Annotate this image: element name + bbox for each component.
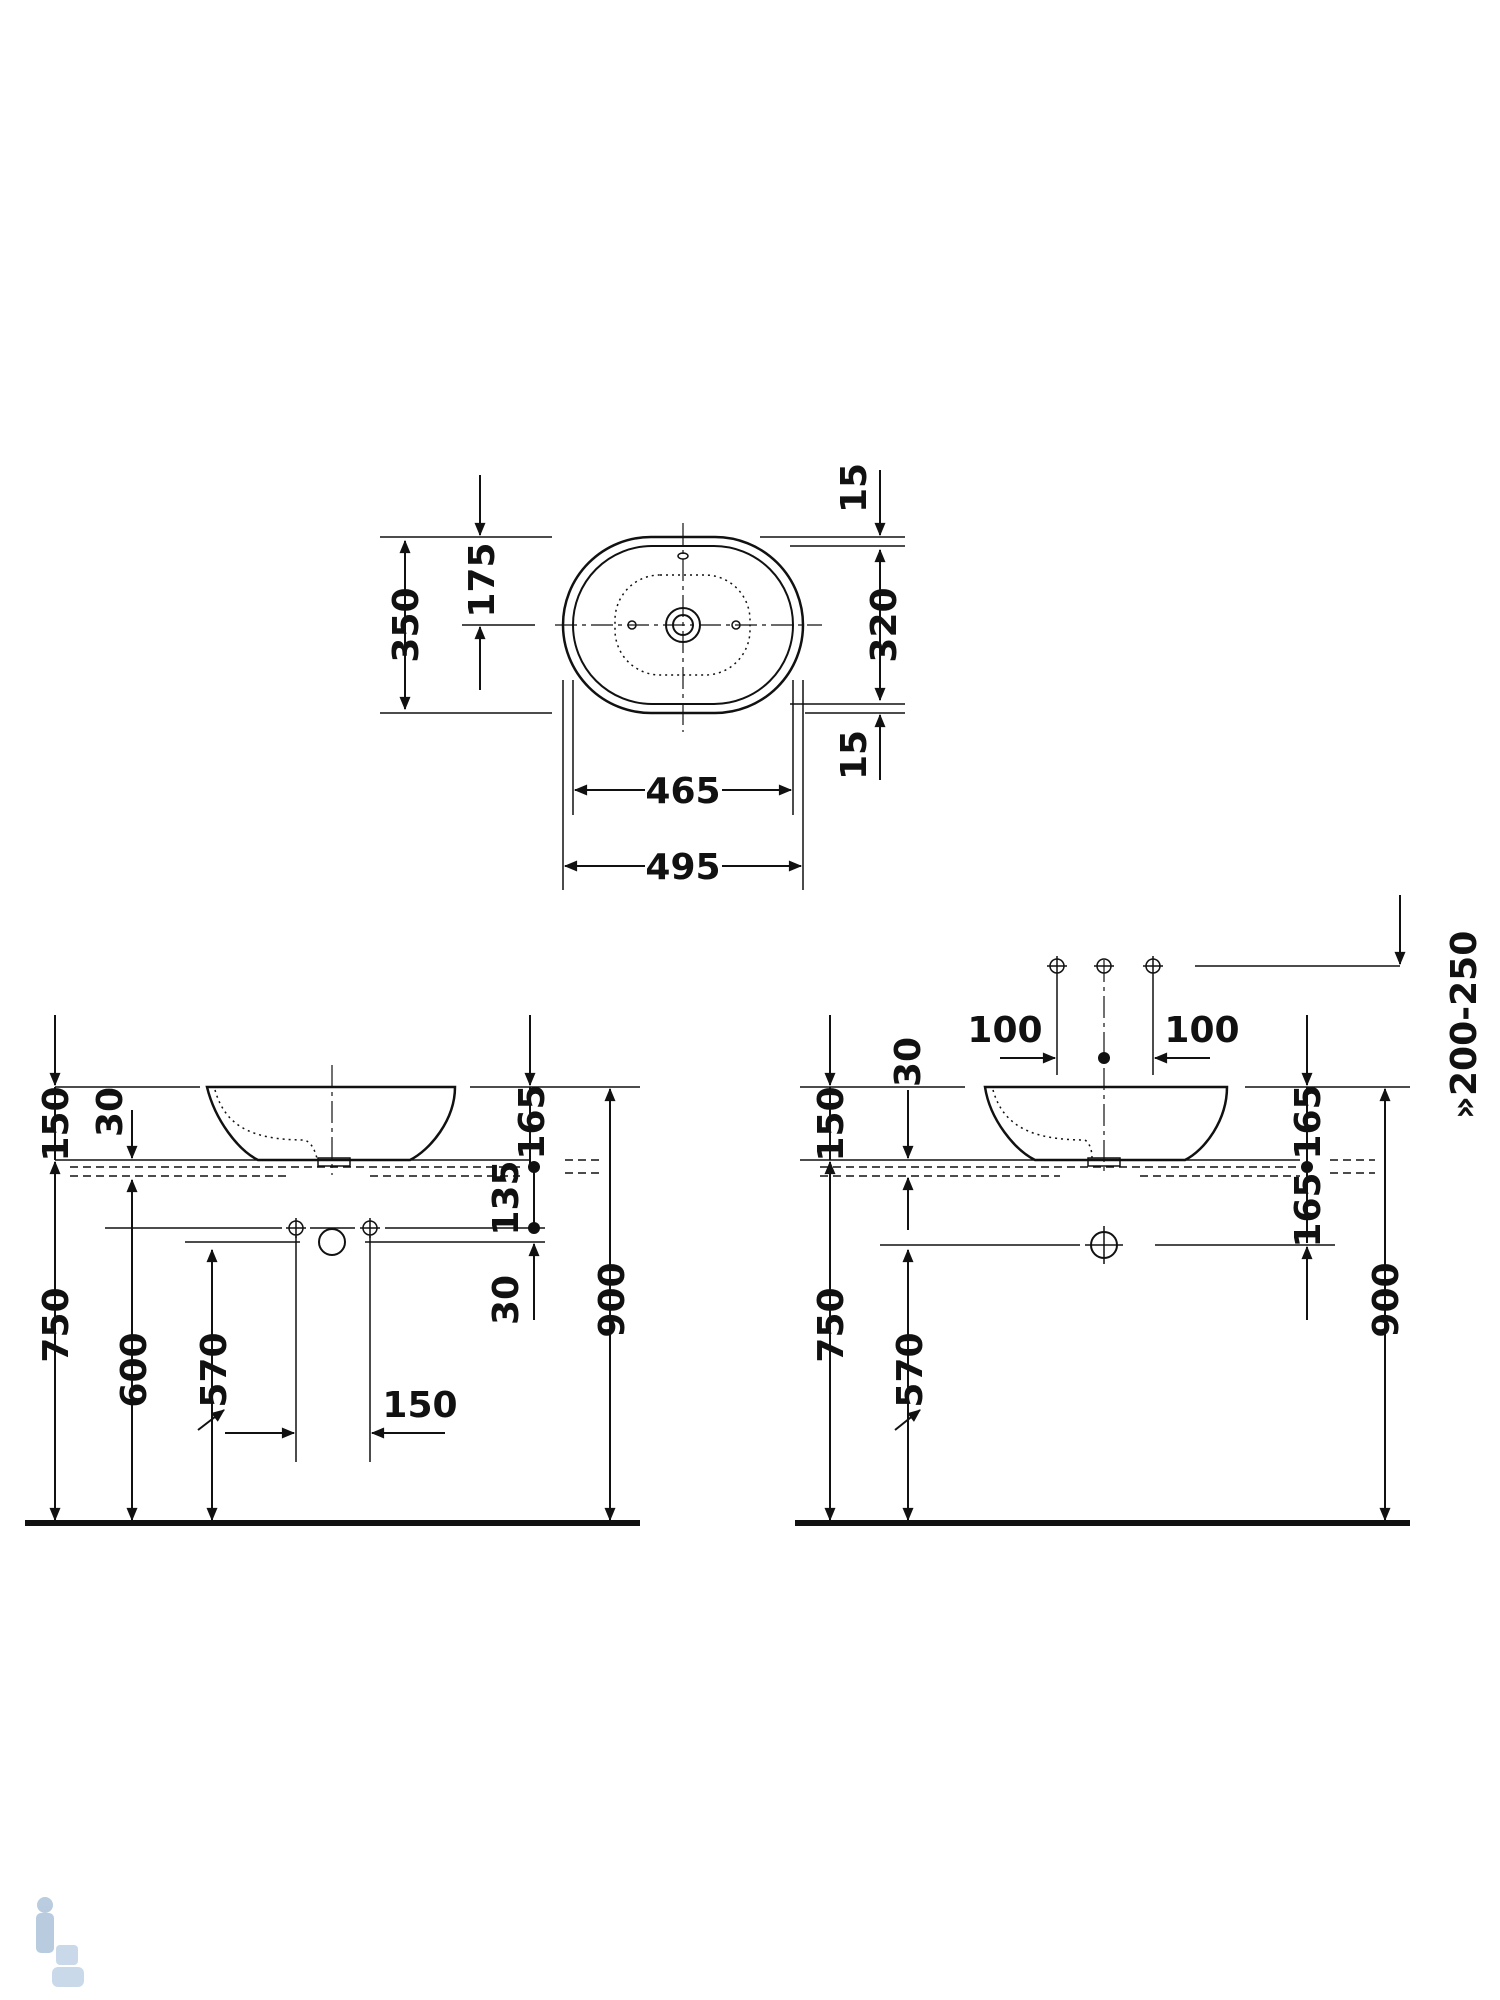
dim-30-lower-left: 30 bbox=[486, 1275, 527, 1325]
dim-100-left: 100 bbox=[967, 1010, 1042, 1051]
dim-165-left: 165 bbox=[512, 1084, 553, 1159]
dim-150-right: 150 bbox=[811, 1086, 852, 1161]
dim-100-right: 100 bbox=[1164, 1010, 1239, 1051]
basin-bowl-right bbox=[983, 1085, 1229, 1162]
dim-495: 495 bbox=[645, 847, 720, 888]
side-view-right: 100 100 »200-250 150 750 30 570 165 bbox=[795, 895, 1485, 1526]
dim-150-left: 150 bbox=[36, 1086, 77, 1161]
dim-320: 320 bbox=[864, 587, 905, 662]
overflow-hole bbox=[677, 552, 689, 560]
basin-bowl-left bbox=[205, 1085, 457, 1162]
dim-570-right: 570 bbox=[890, 1332, 931, 1407]
dim-465: 465 bbox=[645, 771, 720, 812]
dim-30-left: 30 bbox=[90, 1087, 131, 1137]
tap-hole-left bbox=[1047, 956, 1067, 1075]
top-view: 350 175 15 320 15 465 495 bbox=[380, 463, 905, 890]
dim-165-bottom-right: 165 bbox=[1288, 1172, 1329, 1247]
dim-750-right: 750 bbox=[811, 1287, 852, 1362]
dim-15-bottom: 15 bbox=[834, 730, 875, 780]
dim-135-left: 135 bbox=[486, 1160, 527, 1235]
dim-175: 175 bbox=[462, 542, 503, 617]
dim-900-left: 900 bbox=[592, 1262, 633, 1337]
waste-outlet-left bbox=[318, 1228, 346, 1256]
dim-600-left: 600 bbox=[114, 1332, 155, 1407]
dim-900-right: 900 bbox=[1366, 1262, 1407, 1337]
dim-350: 350 bbox=[386, 587, 427, 662]
dim-150-spacing: 150 bbox=[382, 1385, 457, 1426]
drain-outer bbox=[665, 607, 701, 643]
tap-hole-center bbox=[1094, 958, 1114, 974]
mascot-watermark bbox=[36, 1897, 84, 1987]
dim-200-250: »200-250 bbox=[1444, 931, 1485, 1120]
side-view-left: 150 750 30 600 570 150 165 bbox=[25, 1015, 640, 1526]
dim-750-left: 750 bbox=[36, 1287, 77, 1362]
dim-570-left: 570 bbox=[194, 1332, 235, 1407]
drain-inner bbox=[672, 614, 694, 636]
dim-15-top: 15 bbox=[834, 463, 875, 513]
dim-165-top-right: 165 bbox=[1288, 1084, 1329, 1159]
tap-hole-right bbox=[1143, 956, 1163, 1075]
dim-30-right: 30 bbox=[888, 1037, 929, 1087]
